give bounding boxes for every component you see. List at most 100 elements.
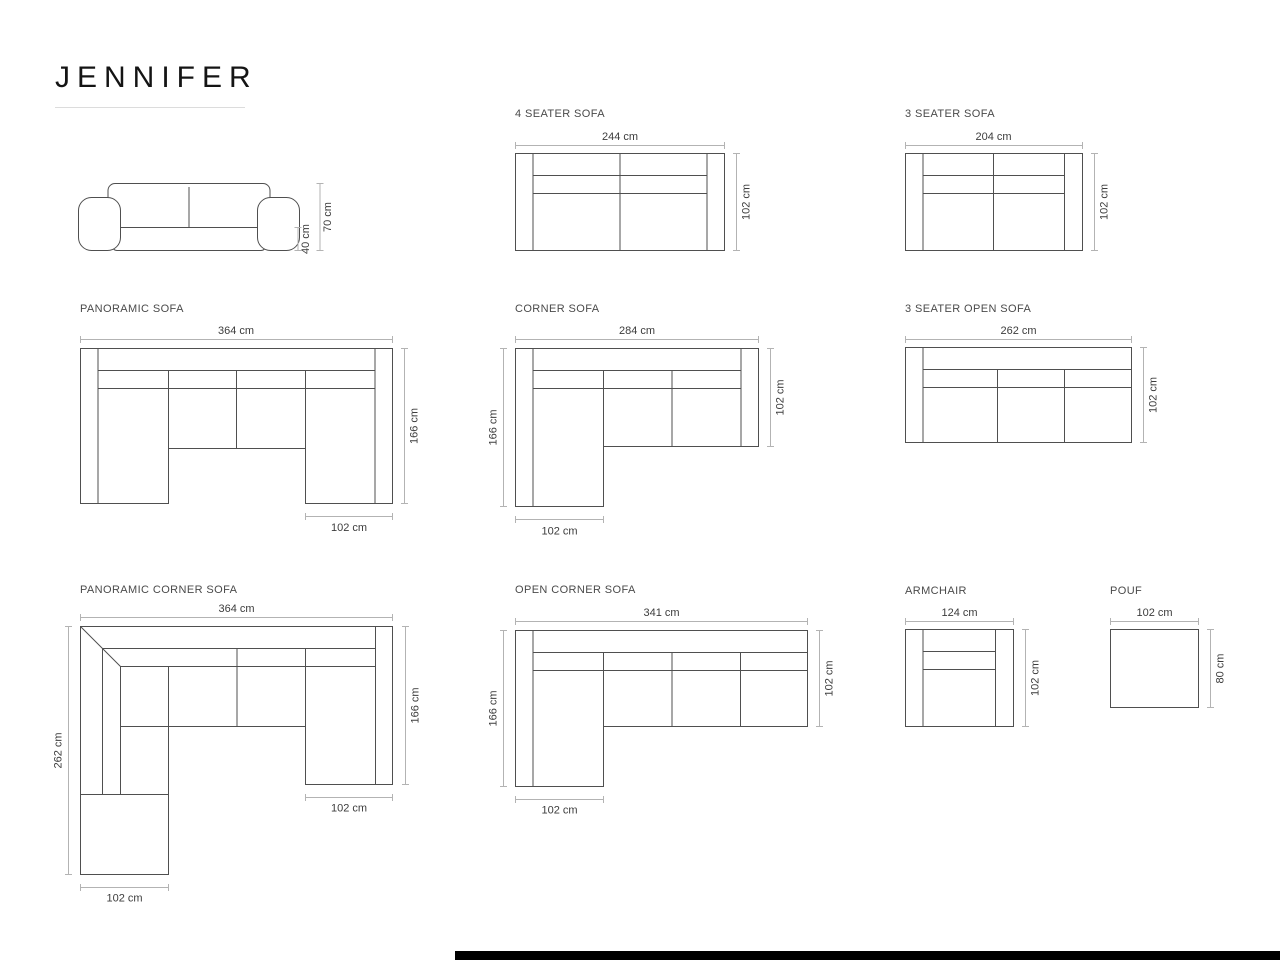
width-label: 341 cm <box>643 607 679 619</box>
seat-height-label: 40 cm <box>300 224 312 254</box>
diagram-title: 4 SEATER SOFA <box>515 108 605 120</box>
three-seater-drawing: 204 cm 102 cm <box>905 131 1111 251</box>
depth-dimension: 166 cm <box>401 348 421 504</box>
diagram-4-seater-sofa: 4 SEATER SOFA 244 cm 102 cm <box>515 108 773 262</box>
width-dimension: 244 cm <box>515 131 725 149</box>
depth-label: 166 cm <box>410 687 422 723</box>
depth-dimension: 102 cm <box>1091 153 1111 251</box>
diagram-title: ARMCHAIR <box>905 585 967 597</box>
diagram-armchair: ARMCHAIR 124 cm 102 cm <box>905 585 1065 738</box>
seat-height-dimension: 40 cm <box>294 224 312 254</box>
bottom-width-label: 102 cm <box>106 893 142 905</box>
depth-label: 102 cm <box>824 660 836 696</box>
panoramic-corner-drawing: 364 cm <box>53 603 422 905</box>
width-dimension: 284 cm <box>515 325 759 343</box>
chaise-width-label: 102 cm <box>541 526 577 538</box>
width-label: 204 cm <box>975 131 1011 143</box>
width-dimension: 364 cm <box>80 603 393 621</box>
depth-dimension: 102 cm <box>733 153 753 251</box>
depth-dimension: 80 cm <box>1207 629 1227 708</box>
chaise-width-dimension: 102 cm <box>305 513 393 534</box>
diagram-title: CORNER SOFA <box>515 303 600 315</box>
width-dimension: 102 cm <box>1110 607 1199 625</box>
diagram-3-seater-open-sofa: 3 SEATER OPEN SOFA 262 cm 102 cm <box>905 303 1177 456</box>
chaise-width-dimension: 102 cm <box>305 794 393 815</box>
outline <box>515 630 808 787</box>
depth-label: 102 cm <box>1030 660 1042 696</box>
corner-drawing: 284 cm 166 cm <box>488 325 787 538</box>
left-depth-dimension: 166 cm <box>488 348 507 507</box>
depth-label: 102 cm <box>775 379 787 415</box>
depth-label: 166 cm <box>409 408 421 444</box>
outline <box>905 347 1132 443</box>
front-view-section: 40 cm 70 cm <box>78 183 358 257</box>
armchair-drawing: 124 cm 102 cm <box>905 607 1042 727</box>
width-dimension: 341 cm <box>515 607 808 625</box>
width-label: 102 cm <box>1136 607 1172 619</box>
sofa-top-view <box>80 626 393 875</box>
outline <box>905 629 1014 727</box>
left-depth-dimension: 166 cm <box>488 630 507 787</box>
width-dimension: 124 cm <box>905 607 1014 625</box>
diagram-title: 3 SEATER OPEN SOFA <box>905 303 1032 315</box>
sofa-top-view <box>905 347 1132 443</box>
width-label: 244 cm <box>602 131 638 143</box>
diagram-panoramic-corner-sofa: PANORAMIC CORNER SOFA 364 cm <box>53 584 440 906</box>
pouf-drawing: 102 cm 80 cm <box>1110 607 1227 708</box>
depth-label: 102 cm <box>741 184 753 220</box>
four-seater-drawing: 244 cm 102 cm <box>515 131 753 251</box>
depth-dimension: 102 cm <box>1140 347 1160 443</box>
open-corner-drawing: 341 cm 166 cm <box>488 607 836 817</box>
outline <box>1110 629 1199 708</box>
chaise-width-label: 102 cm <box>331 522 367 534</box>
bottom-bar <box>455 951 1280 960</box>
outline <box>515 348 759 507</box>
diagram-panoramic-sofa: PANORAMIC SOFA 364 cm <box>80 303 442 538</box>
three-seater-open-drawing: 262 cm 102 cm <box>905 325 1160 443</box>
depth-label: 102 cm <box>1148 377 1160 413</box>
bottom-width-dimension: 102 cm <box>80 884 169 905</box>
armchair-top-view <box>905 629 1014 727</box>
brand-title: JENNIFER <box>55 61 258 94</box>
width-dimension: 262 cm <box>905 325 1132 343</box>
corner-seam <box>80 626 121 667</box>
panoramic-drawing: 364 cm 166 cm <box>80 325 421 534</box>
depth-dimension: 102 cm <box>816 630 836 727</box>
depth-label: 80 cm <box>1215 654 1227 684</box>
chaise-width-label: 102 cm <box>541 805 577 817</box>
width-label: 284 cm <box>619 325 655 337</box>
pouf-top-view <box>1110 629 1199 708</box>
brand-underline <box>55 107 245 108</box>
diagram-title: POUF <box>1110 585 1143 597</box>
sofa-front-view-drawing: 40 cm 70 cm <box>78 183 334 254</box>
width-label: 364 cm <box>218 325 254 337</box>
diagram-corner-sofa: CORNER SOFA 284 cm 166 cm <box>488 303 805 540</box>
sofa-top-view <box>515 153 725 251</box>
chaise-width-label: 102 cm <box>331 803 367 815</box>
left-depth-label: 166 cm <box>488 409 500 445</box>
diagram-title: 3 SEATER SOFA <box>905 108 995 120</box>
diagram-title: PANORAMIC CORNER SOFA <box>80 584 238 596</box>
sofa-top-view <box>515 348 759 507</box>
left-height-dimension: 262 cm <box>53 626 72 875</box>
sofa-top-view <box>515 630 808 787</box>
diagram-3-seater-sofa: 3 SEATER SOFA 204 cm 102 cm <box>905 108 1130 262</box>
diagram-pouf: POUF 102 cm 80 cm <box>1110 585 1250 724</box>
chaise-width-dimension: 102 cm <box>515 796 604 817</box>
depth-label: 102 cm <box>1099 184 1111 220</box>
diagram-title: OPEN CORNER SOFA <box>515 584 636 596</box>
width-label: 262 cm <box>1000 325 1036 337</box>
depth-dimension: 166 cm <box>402 626 422 785</box>
sofa-top-view <box>80 348 393 504</box>
chaise-width-dimension: 102 cm <box>515 516 604 538</box>
depth-dimension: 102 cm <box>1022 629 1042 727</box>
height-label: 70 cm <box>322 202 334 232</box>
sofa-top-view <box>905 153 1083 251</box>
height-dimension: 70 cm <box>316 183 334 251</box>
diagram-title: PANORAMIC SOFA <box>80 303 184 315</box>
width-dimension: 364 cm <box>80 325 393 343</box>
diagram-open-corner-sofa: OPEN CORNER SOFA 341 cm 166 <box>488 584 855 818</box>
sofa-front-view <box>78 183 300 251</box>
width-label: 364 cm <box>218 603 254 615</box>
